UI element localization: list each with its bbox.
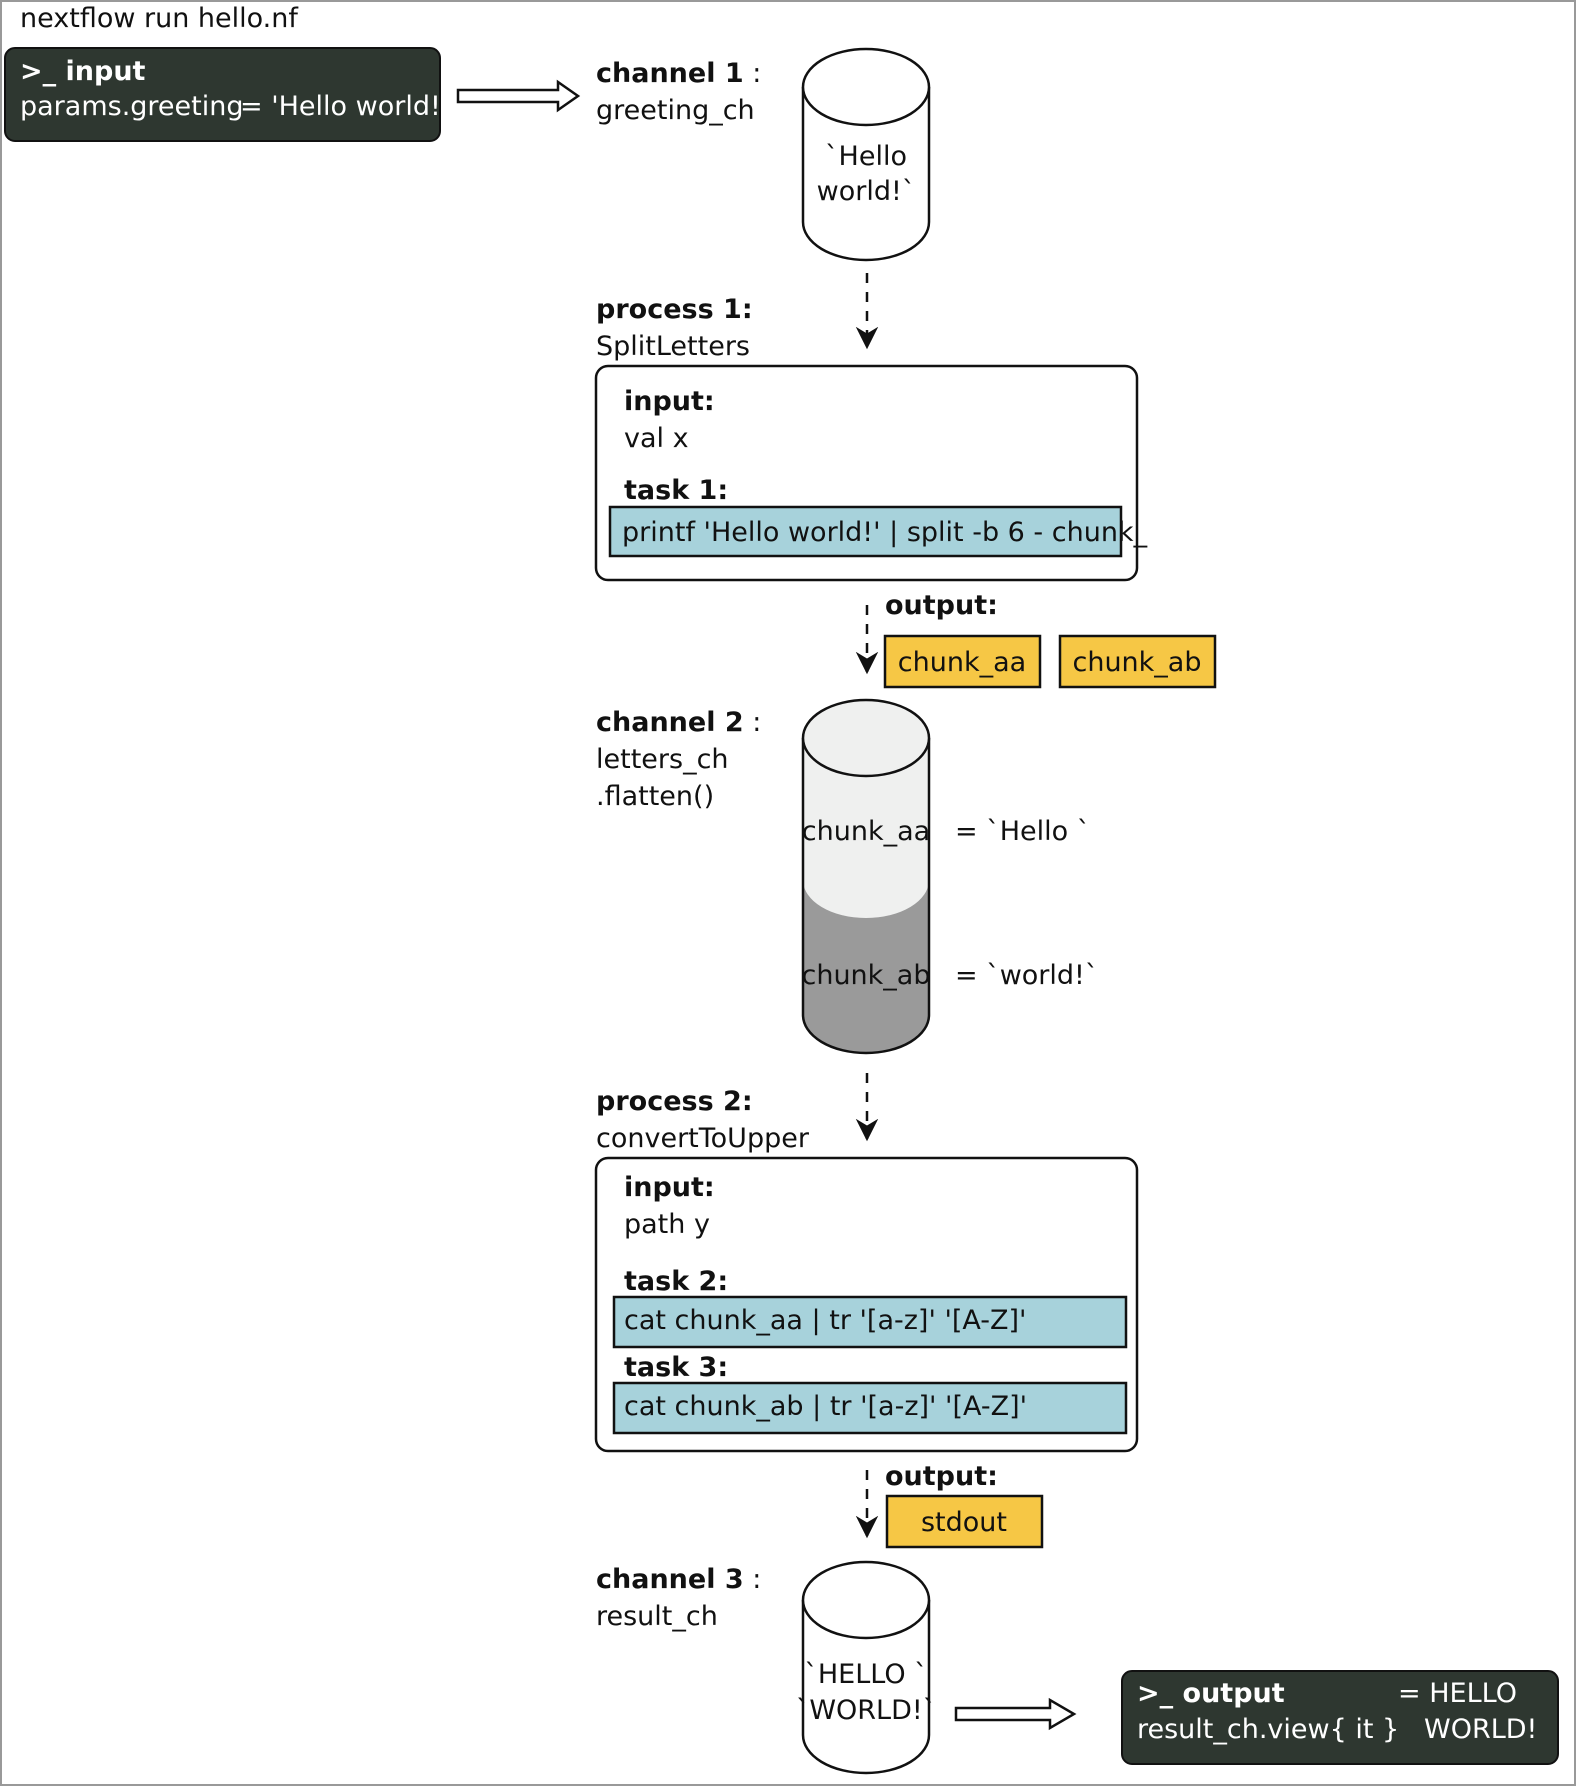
process2-label: process 2: bbox=[596, 1086, 753, 1117]
process2-name: convertToUpper bbox=[596, 1123, 810, 1154]
channel1-label: channel 1 : bbox=[596, 58, 761, 89]
output-value-line2: WORLD! bbox=[1424, 1714, 1537, 1745]
input-heading: >_ input bbox=[20, 56, 146, 87]
channel3-cylinder bbox=[801, 1560, 931, 1775]
input-to-channel1-arrow bbox=[456, 79, 581, 113]
output-value-line1: = HELLO bbox=[1398, 1678, 1517, 1709]
output-chunk-aa: chunk_aa bbox=[898, 647, 1026, 678]
channel2-op: .flatten() bbox=[596, 781, 714, 812]
process2-output-label: output: bbox=[885, 1461, 998, 1492]
process2-task3-box bbox=[612, 1381, 1128, 1435]
input-param: params.greeting bbox=[20, 91, 244, 122]
channel3-name: result_ch bbox=[596, 1601, 718, 1632]
input-terminal-box: >_ input params.greeting = 'Hello world!… bbox=[4, 47, 448, 142]
channel2-item1-chunk: chunk_aa bbox=[802, 816, 930, 847]
process1-task-cmd: printf 'Hello world!' | split -b 6 - chu… bbox=[622, 517, 1148, 548]
channel2-item2-chunk: chunk_ab bbox=[801, 960, 930, 991]
output-stdout-box bbox=[885, 1494, 1044, 1549]
output-chunk-ab: chunk_ab bbox=[1072, 647, 1201, 678]
channel3-to-output-arrow bbox=[954, 1697, 1077, 1731]
channel1-cylinder bbox=[801, 47, 931, 262]
output-stdout: stdout bbox=[921, 1507, 1007, 1538]
input-value: = 'Hello world!' bbox=[240, 91, 448, 122]
process2-task3-label: task 3: bbox=[624, 1352, 728, 1383]
channel3-content-line1: `HELLO ` bbox=[804, 1659, 927, 1690]
output-chunk-aa-box bbox=[883, 634, 1042, 689]
process2-task2-label: task 2: bbox=[624, 1266, 728, 1297]
process2-input-label: input: bbox=[624, 1172, 715, 1203]
process2-task2-cmd: cat chunk_aa | tr '[a-z]' '[A-Z]' bbox=[624, 1305, 1026, 1336]
channel3-label: channel 3 : bbox=[596, 1564, 761, 1595]
output-terminal-box: >_ output result_ch.view{ it } = HELLO W… bbox=[1121, 1670, 1559, 1765]
process2-task2-box bbox=[612, 1295, 1128, 1349]
channel1-name: greeting_ch bbox=[596, 95, 755, 126]
channel3-content-line2: `WORLD!` bbox=[796, 1695, 936, 1726]
channel2-label: channel 2 : bbox=[596, 707, 761, 738]
channel2-name: letters_ch bbox=[596, 744, 729, 775]
channel2-item1-value: = `Hello ` bbox=[955, 816, 1090, 847]
process1-task-label: task 1: bbox=[624, 475, 728, 506]
process2-task3-cmd: cat chunk_ab | tr '[a-z]' '[A-Z]' bbox=[624, 1391, 1027, 1422]
process1-label: process 1: bbox=[596, 294, 753, 325]
channel2-cylinder bbox=[801, 698, 931, 1055]
process1-input-value: val x bbox=[624, 423, 689, 454]
channel1-content-line2: world!` bbox=[817, 176, 916, 207]
output-command: result_ch.view{ it } bbox=[1137, 1714, 1399, 1745]
diagram-title: nextflow run hello.nf bbox=[20, 3, 299, 34]
channel1-content-line1: `Hello bbox=[825, 141, 907, 172]
process2-input-value: path y bbox=[624, 1209, 710, 1240]
output-heading: >_ output bbox=[1137, 1678, 1285, 1709]
process1-task-box bbox=[608, 505, 1123, 558]
channel2-item2-value: = `world!` bbox=[955, 960, 1098, 991]
process1-output-label: output: bbox=[885, 590, 998, 621]
process1-input-label: input: bbox=[624, 386, 715, 417]
output-chunk-ab-box bbox=[1058, 634, 1217, 689]
process1-name: SplitLetters bbox=[596, 331, 750, 362]
